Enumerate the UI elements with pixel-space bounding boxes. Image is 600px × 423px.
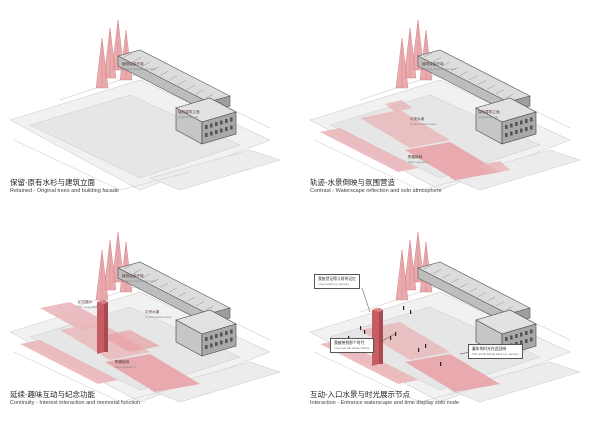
axonometric-site-drawing (9, 19, 281, 191)
caption-english: Contrast - Waterscape reflection and sol… (310, 188, 442, 194)
caption-english: Continuity - Interest interaction and me… (10, 400, 141, 406)
caption-chinese: 保留-原有水杉与建筑立面 (10, 178, 95, 187)
panel-caption: 互动-入口水景与时光展示节点 Interaction - Entrance wa… (310, 390, 550, 407)
site-base (9, 19, 281, 191)
axonometric-site-drawing (309, 19, 581, 191)
caption-english: Retained - Original trees and building f… (10, 188, 119, 194)
axonometric-site-drawing (309, 231, 581, 403)
panel-caption: 延续-趣味互动与纪念功能 Continuity - Interest inter… (10, 390, 250, 407)
panel-caption: 保留-原有水杉与建筑立面 Retained - Original trees a… (10, 178, 250, 195)
caption-chinese: 互动-入口水景与时光展示节点 (310, 390, 410, 399)
pink-highlight-zones (320, 100, 510, 180)
axonometric-site-drawing (9, 231, 281, 403)
memorial-column (372, 308, 383, 366)
caption-english: Interaction - Entrance waterscape and ti… (310, 400, 459, 406)
caption-chinese: 延续-趣味互动与纪念功能 (10, 390, 95, 399)
panel-caption: 轨迹-水景倒映与氛围营造 Contrast - Waterscape refle… (310, 178, 550, 195)
caption-chinese: 轨迹-水景倒映与氛围营造 (310, 178, 395, 187)
memorial-column (97, 300, 108, 354)
